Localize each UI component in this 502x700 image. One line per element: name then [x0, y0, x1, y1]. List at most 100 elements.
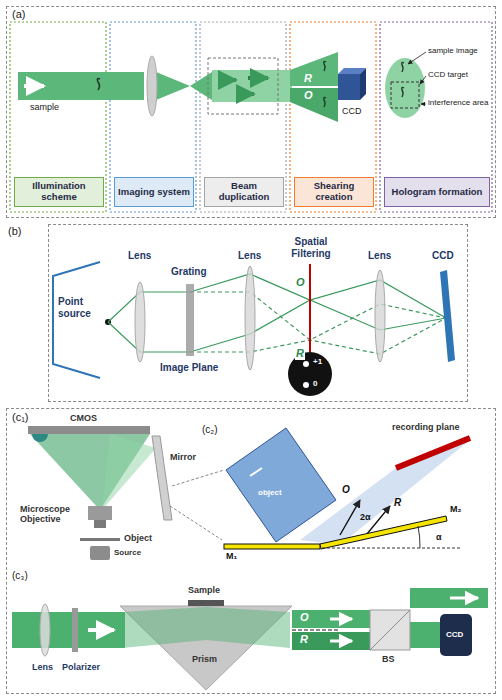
- spatial-filter: [309, 264, 311, 352]
- split-beams: [292, 610, 370, 628]
- panel-label: (b): [7, 225, 22, 238]
- beam-splitter: [370, 610, 410, 650]
- stage-box: Beam duplication: [204, 177, 284, 207]
- light-beam: [290, 88, 338, 122]
- object-slide: [80, 538, 120, 541]
- mirror-pair: [224, 516, 462, 549]
- stage-label: Beam duplication: [208, 181, 280, 203]
- stage-box: Hologram formation: [384, 177, 490, 207]
- part-label: Polarizer: [62, 662, 100, 672]
- light-beam: [324, 97, 326, 107]
- microscope-objective: [88, 506, 112, 528]
- part-label: object: [258, 488, 282, 497]
- object-slab: [226, 428, 336, 542]
- beam-label: O: [342, 484, 350, 496]
- light-beam: [18, 52, 338, 122]
- part-label: Lens: [368, 250, 391, 262]
- angle-label: 2α: [360, 512, 371, 522]
- stage-box: Imaging system: [114, 177, 194, 207]
- column-frame: [290, 22, 376, 212]
- angle-label: α: [436, 532, 442, 542]
- lens: [135, 282, 145, 362]
- microscope-objective: [94, 520, 106, 528]
- part-label: Lens: [32, 662, 53, 672]
- hologram: [402, 62, 404, 72]
- stage-label: Hologram formation: [392, 187, 483, 198]
- duplication-box: [208, 58, 278, 114]
- light-beam: [12, 612, 125, 648]
- point-source: [53, 262, 100, 378]
- stage-label: Shearing creation: [298, 181, 370, 203]
- beam-label: R: [394, 497, 401, 509]
- object-slide: [80, 538, 120, 541]
- recording-plane: [396, 438, 470, 468]
- polarizer: [72, 608, 78, 652]
- ccd-sensor: [440, 270, 455, 362]
- column-frame: [380, 22, 492, 212]
- prism: [120, 606, 292, 690]
- mirror: [170, 506, 222, 540]
- part-label: Lens: [238, 250, 261, 262]
- ray: [108, 322, 190, 352]
- cmos-sensor: [28, 426, 150, 434]
- hologram: [385, 58, 425, 118]
- beam-label: O: [300, 611, 309, 624]
- lens: [147, 56, 157, 116]
- column-frame: [110, 22, 196, 212]
- order-label: 0: [313, 379, 317, 388]
- mirror-pair: [418, 526, 420, 548]
- object-slab: [250, 468, 262, 476]
- column-frame: [200, 22, 286, 212]
- lens: [147, 56, 157, 116]
- part-label: Object: [124, 533, 152, 543]
- callout-text: sample image: [428, 46, 478, 55]
- split-beams: [292, 630, 340, 631]
- hologram: [408, 52, 426, 64]
- light-beam: [290, 52, 338, 86]
- recording-plane: [396, 438, 470, 468]
- panel-label: (c₁): [11, 411, 30, 424]
- ccd-cube: [338, 74, 360, 100]
- grating: [186, 284, 194, 356]
- stage-label: Imaging system: [118, 187, 190, 198]
- column-frame: [10, 22, 106, 212]
- hologram: [385, 52, 426, 118]
- polarizer: [72, 608, 78, 652]
- part-label: Grating: [171, 266, 207, 278]
- part-label: Sample: [188, 585, 220, 595]
- column-frame: [10, 22, 492, 212]
- lens: [375, 270, 385, 362]
- light-beam: [24, 84, 44, 88]
- part-label: Lens: [128, 250, 151, 262]
- lens: [40, 604, 50, 656]
- ccd-sensor: [440, 270, 455, 362]
- split-beams: [410, 588, 488, 608]
- mirror-label: M₁: [226, 551, 237, 561]
- split-beams: [450, 597, 478, 600]
- ray: [190, 292, 446, 340]
- object-slab: [226, 428, 336, 542]
- part-label: Point source: [58, 296, 104, 319]
- ccd-camera: [440, 614, 472, 656]
- spatial-filter: [303, 361, 309, 367]
- split-beams: [410, 622, 440, 648]
- beam-splitter: [370, 610, 410, 650]
- ccd-cube: [360, 68, 366, 100]
- light-beam: [97, 78, 100, 90]
- duplication-box: [218, 78, 236, 82]
- part-label: CMOS: [70, 413, 97, 423]
- hologram: [421, 104, 426, 105]
- light-source: [90, 546, 110, 560]
- ray: [190, 300, 446, 352]
- beam-label: O: [295, 276, 306, 289]
- duplication-box: [208, 58, 278, 114]
- prism: [122, 607, 290, 648]
- microscope-objective: [88, 506, 112, 520]
- callout-text: interference area: [428, 98, 488, 107]
- ray: [108, 292, 190, 322]
- split-beams: [330, 618, 352, 621]
- light-cone: [102, 434, 156, 510]
